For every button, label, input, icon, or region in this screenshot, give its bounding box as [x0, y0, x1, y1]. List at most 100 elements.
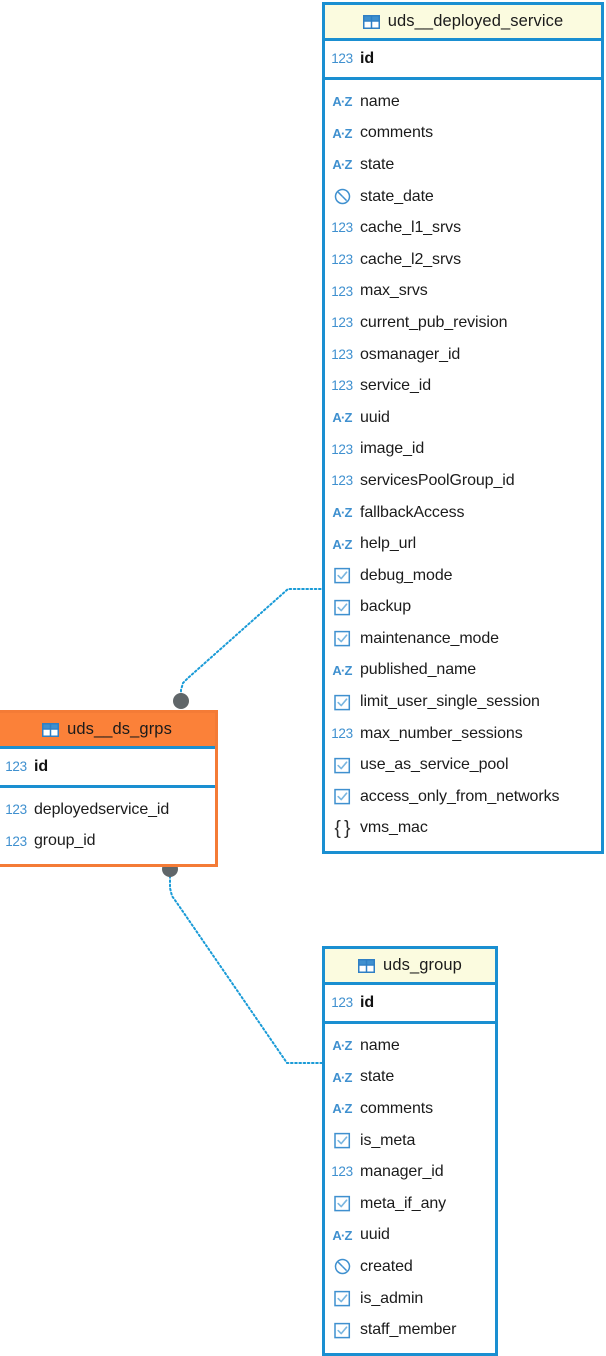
field-row[interactable]: is_meta — [325, 1125, 495, 1157]
relationship-endpoint[interactable] — [173, 693, 189, 709]
field-row[interactable]: { }vms_mac — [325, 813, 601, 845]
field-name: fallbackAccess — [360, 503, 465, 521]
field-row[interactable]: A·Z fallbackAccess — [325, 497, 601, 529]
field-name: help_url — [360, 535, 417, 553]
field-name: published_name — [360, 661, 477, 679]
field-name: osmanager_id — [360, 345, 461, 363]
type-number-icon: 123 — [331, 315, 353, 331]
field-row[interactable]: 123 max_srvs — [325, 276, 601, 308]
field-row[interactable]: staff_member — [325, 1314, 495, 1346]
field-row[interactable]: debug_mode — [325, 560, 601, 592]
field-name: max_srvs — [360, 282, 428, 300]
relationship-line[interactable] — [180, 588, 323, 705]
type-number-icon: 123 — [5, 833, 27, 849]
relationship-line[interactable] — [169, 871, 323, 1064]
entity-title: uds__deployed_service — [387, 12, 564, 30]
field-row[interactable]: 123 group_id — [0, 826, 215, 858]
field-name: uuid — [360, 408, 390, 426]
field-name: meta_if_any — [360, 1194, 447, 1212]
field-name: state_date — [360, 187, 434, 205]
field-name: vms_mac — [360, 819, 428, 837]
field-name: image_id — [360, 440, 425, 458]
field-row[interactable]: limit_user_single_session — [325, 686, 601, 718]
field-row[interactable]: A·Z uuid — [325, 1220, 495, 1252]
field-row[interactable]: 123 osmanager_id — [325, 339, 601, 371]
entity-header[interactable]: uds__deployed_service — [325, 5, 601, 41]
field-row[interactable]: A·Z help_url — [325, 528, 601, 560]
table-icon — [42, 722, 60, 737]
type-number-icon: 123 — [331, 283, 353, 299]
field-name: id — [360, 994, 375, 1011]
type-string-icon: A·Z — [332, 662, 352, 678]
type-boolean-icon — [331, 1320, 353, 1340]
type-string-icon: A·Z — [332, 1069, 352, 1085]
type-string-icon: A·Z — [332, 125, 352, 141]
field-row[interactable]: A·Z uuid — [325, 402, 601, 434]
field-row[interactable]: A·Z state — [325, 1062, 495, 1094]
field-row[interactable]: maintenance_mode — [325, 623, 601, 655]
type-string-icon: A·Z — [332, 410, 352, 426]
field-row[interactable]: A·Z published_name — [325, 655, 601, 687]
field-name: service_id — [360, 377, 432, 395]
field-name: uuid — [360, 1226, 390, 1244]
entity-header[interactable]: uds_group — [325, 949, 495, 985]
type-boolean-icon — [331, 787, 353, 807]
field-row[interactable]: state_date — [325, 181, 601, 213]
field-row[interactable]: is_admin — [325, 1283, 495, 1315]
type-number-icon: 123 — [331, 252, 353, 268]
field-name: cache_l2_srvs — [360, 250, 461, 268]
field-name: backup — [360, 598, 411, 616]
entity-header[interactable]: uds__ds_grps — [0, 713, 215, 749]
field-row[interactable]: meta_if_any — [325, 1188, 495, 1220]
type-number-icon: 123 — [5, 802, 27, 818]
field-name: maintenance_mode — [360, 629, 499, 647]
field-row[interactable]: access_only_from_networks — [325, 781, 601, 813]
field-name: is_meta — [360, 1131, 416, 1149]
type-number-icon: 123 — [331, 346, 353, 362]
field-row[interactable]: created — [325, 1251, 495, 1283]
type-boolean-icon — [331, 566, 353, 586]
field-row[interactable]: backup — [325, 592, 601, 624]
field-row[interactable]: use_as_service_pool — [325, 749, 601, 781]
table-icon — [362, 14, 380, 29]
type-boolean-icon — [331, 629, 353, 649]
field-name: id — [34, 758, 49, 775]
type-boolean-icon — [331, 692, 353, 712]
type-boolean-icon — [331, 755, 353, 775]
type-string-icon: A·Z — [332, 505, 352, 521]
field-name: state — [360, 1068, 395, 1086]
type-string-icon: A·Z — [332, 536, 352, 552]
field-name: group_id — [34, 832, 96, 850]
type-number-icon: 123 — [331, 220, 353, 236]
field-name: max_number_sessions — [360, 724, 523, 742]
field-name: created — [360, 1257, 413, 1275]
field-row[interactable]: 123 cache_l2_srvs — [325, 244, 601, 276]
field-name: servicesPoolGroup_id — [360, 471, 515, 489]
type-string-icon: A·Z — [332, 157, 352, 173]
field-name: comments — [360, 1099, 433, 1117]
type-boolean-icon — [331, 1289, 353, 1309]
type-string-icon: A·Z — [332, 1227, 352, 1243]
type-boolean-icon — [331, 1194, 353, 1214]
